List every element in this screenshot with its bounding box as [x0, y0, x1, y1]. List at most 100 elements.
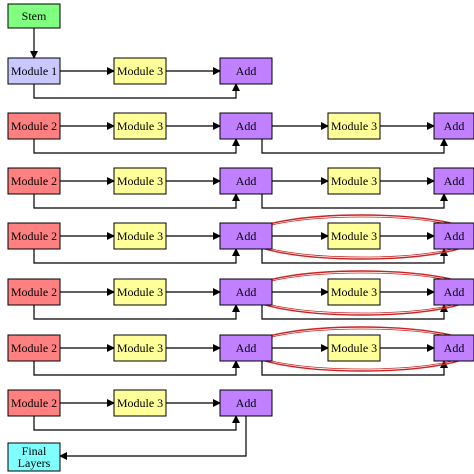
- row5-add-node: Add: [219, 278, 273, 306]
- row6-add-node-rect: [219, 334, 273, 362]
- row4-first-node-label: Module 2: [11, 229, 57, 243]
- row6-first-node-rect: [7, 334, 61, 362]
- final-layers-node-label: Final: [22, 444, 47, 458]
- row2-skip2-arrow: [261, 138, 448, 154]
- row2-module3-node-label: Module 3: [117, 119, 163, 133]
- row6-add-node: Add: [219, 334, 273, 362]
- row3-add-node-label: Add: [236, 174, 257, 188]
- row6-add-node-label: Add: [236, 341, 257, 355]
- row5-add-node-label: Add: [236, 285, 257, 299]
- row5-add2-node-label: Add: [444, 285, 465, 299]
- row7-module3-node-rect: [113, 389, 167, 417]
- row4-add2-node: Add: [433, 222, 474, 250]
- final-layers-node-label: Layers: [18, 456, 51, 470]
- row3-first-node-rect: [7, 167, 61, 195]
- row7-add-node: Add: [219, 389, 273, 417]
- row7-add-node-label: Add: [236, 396, 257, 410]
- row5-module3b-node-rect: [327, 278, 381, 306]
- row1-first-node: Module 1: [7, 57, 61, 85]
- row4-add-node-label: Add: [236, 229, 257, 243]
- row3-module3b-node-label: Module 3: [331, 174, 377, 188]
- row5-module3b-node: Module 3: [327, 278, 381, 306]
- row4-add2-node-rect: [433, 222, 474, 250]
- row7-first-node: Module 2: [7, 389, 61, 417]
- row1-module3-node-rect: [113, 57, 167, 85]
- row5-skip-arrow: [33, 304, 240, 320]
- row2-add-node: Add: [219, 112, 273, 140]
- row2-module3b-node-rect: [327, 112, 381, 140]
- row7-module3-node: Module 3: [113, 389, 167, 417]
- row4-module3b-node-label: Module 3: [331, 229, 377, 243]
- row5-add-node-rect: [219, 278, 273, 306]
- row3-module3-node-label: Module 3: [117, 174, 163, 188]
- row4-add-node: Add: [219, 222, 273, 250]
- row2-add-node-label: Add: [236, 119, 257, 133]
- row1-skip-arrow: [33, 83, 240, 99]
- row6-module3-node-label: Module 3: [117, 341, 163, 355]
- row1-first-node-rect: [7, 57, 61, 85]
- row3-add2-node-label: Add: [444, 174, 465, 188]
- row4-first-node-rect: [7, 222, 61, 250]
- row5-module3-node-label: Module 3: [117, 285, 163, 299]
- row7-skip-arrow: [33, 415, 240, 431]
- last-add-to-final-arrow: [59, 416, 247, 460]
- row4-skip2-arrow: [261, 248, 448, 264]
- row3-skip2-arrow: [261, 193, 448, 209]
- row3-first-node-label: Module 2: [11, 174, 57, 188]
- row2-module3b-node-label: Module 3: [331, 119, 377, 133]
- row5-first-node-rect: [7, 278, 61, 306]
- row3-add2-node-rect: [433, 167, 474, 195]
- row3-first-node: Module 2: [7, 167, 61, 195]
- stem-node-label: Stem: [22, 9, 47, 23]
- row5-module3-node: Module 3: [113, 278, 167, 306]
- row1-first-node-label: Module 1: [11, 64, 57, 78]
- row4-add-node-rect: [219, 222, 273, 250]
- row7-module3-node-label: Module 3: [117, 396, 163, 410]
- edges-layer: [30, 28, 448, 460]
- stem-node-rect: [7, 3, 61, 29]
- row5-add2-node-rect: [433, 278, 474, 306]
- row1-add-node-label: Add: [236, 64, 257, 78]
- row4-module3-node-rect: [113, 222, 167, 250]
- row6-module3b-node: Module 3: [327, 334, 381, 362]
- row4-first-node: Module 2: [7, 222, 61, 250]
- row1-module3-node-label: Module 3: [117, 64, 163, 78]
- row6-module3b-node-rect: [327, 334, 381, 362]
- row2-add2-node-label: Add: [444, 119, 465, 133]
- row5-module3b-node-label: Module 3: [331, 285, 377, 299]
- row6-first-node: Module 2: [7, 334, 61, 362]
- row3-module3-node-rect: [113, 167, 167, 195]
- row3-module3-node: Module 3: [113, 167, 167, 195]
- row4-add2-node-label: Add: [444, 229, 465, 243]
- row5-module3-node-rect: [113, 278, 167, 306]
- row6-add2-node-rect: [433, 334, 474, 362]
- row7-first-node-label: Module 2: [11, 396, 57, 410]
- row6-module3-node: Module 3: [113, 334, 167, 362]
- row5-first-node-label: Module 2: [11, 285, 57, 299]
- row7-first-node-rect: [7, 389, 61, 417]
- row6-skip2-arrow: [261, 360, 448, 376]
- row1-add-node-rect: [219, 57, 273, 85]
- row3-module3b-node: Module 3: [327, 167, 381, 195]
- final-layers-node-rect: [7, 442, 61, 472]
- row2-module3b-node: Module 3: [327, 112, 381, 140]
- row1-add-node: Add: [219, 57, 273, 85]
- row3-skip-arrow: [33, 193, 240, 209]
- row4-module3b-node-rect: [327, 222, 381, 250]
- row7-add-node-rect: [219, 389, 273, 417]
- row3-add2-node: Add: [433, 167, 474, 195]
- row4-module3-node: Module 3: [113, 222, 167, 250]
- row6-module3-node-rect: [113, 334, 167, 362]
- row4-skip-arrow: [33, 248, 240, 264]
- row1-module3-node: Module 3: [113, 57, 167, 85]
- row2-add2-node-rect: [433, 112, 474, 140]
- row4-module3b-node: Module 3: [327, 222, 381, 250]
- row5-add2-node: Add: [433, 278, 474, 306]
- row2-module3-node-rect: [113, 112, 167, 140]
- row6-add2-node: Add: [433, 334, 474, 362]
- row2-first-node-label: Module 2: [11, 119, 57, 133]
- row3-add-node: Add: [219, 167, 273, 195]
